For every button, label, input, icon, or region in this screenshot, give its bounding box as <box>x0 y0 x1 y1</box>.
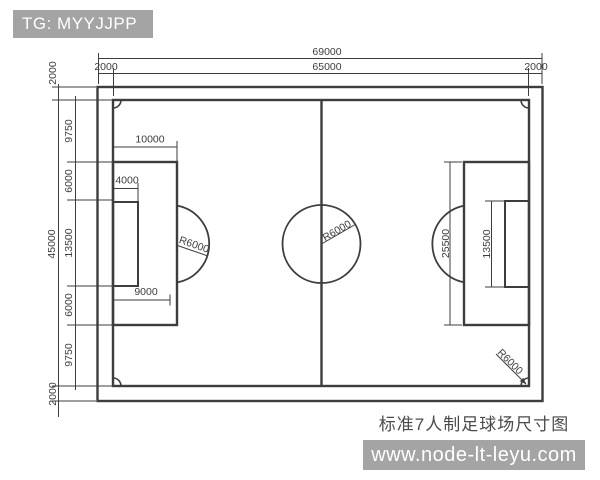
dim-line-penalty-depth <box>113 141 178 161</box>
dim-goal-depth-label: 4000 <box>115 175 139 187</box>
dim-top-inner-label: 65000 <box>312 61 341 73</box>
dim-left-total-label: 45000 <box>46 229 58 258</box>
dim-penalty-mark-label: 9000 <box>134 286 158 298</box>
dim-left-segment-1-label: 6000 <box>63 169 75 193</box>
dim-penalty-depth-label: 10000 <box>135 134 164 146</box>
dim-left-segment-4-label: 9750 <box>63 343 75 367</box>
top-extension-lines <box>98 53 543 96</box>
corner-radius-arrowhead <box>519 377 527 385</box>
top-banner: TG: MYYJJPP <box>13 10 153 38</box>
dim-line-penalty-mark <box>113 294 171 306</box>
corner-arc-top-right <box>520 99 530 109</box>
penalty-area-right <box>462 160 531 327</box>
dim-line-penalty-width <box>444 161 462 326</box>
dim-top-total-label: 69000 <box>312 46 341 58</box>
corner-arc-top-left <box>112 99 122 109</box>
dim-line-goal-width <box>485 200 504 288</box>
drawing-caption: 标准7人制足球场尺寸图 <box>378 415 570 434</box>
corner-radius-leader-line <box>495 353 527 385</box>
center-circle <box>281 204 362 284</box>
dim-top-margin-left-label: 2000 <box>94 61 118 73</box>
goal-area-left <box>112 201 139 287</box>
dim-goal-width-label: 13500 <box>481 229 493 258</box>
dim-left-margin-bottom-label: 2000 <box>47 382 59 406</box>
tag-label: TG: MYYJJPP <box>22 14 138 33</box>
boundary-rect <box>96 85 544 403</box>
site-url: www.node-lt-leyu.com <box>371 444 577 466</box>
left-tick-marks-outer <box>53 86 64 402</box>
goal-area-right <box>504 200 530 288</box>
dim-left-margin-top-label: 2000 <box>47 61 59 85</box>
penalty-arc-radius-line <box>175 244 209 257</box>
penalty-arc-right <box>431 204 465 284</box>
dim-line-goal-depth <box>113 183 139 201</box>
dim-left-segment-0-label: 9750 <box>63 119 75 143</box>
top-tick-marks <box>98 53 543 79</box>
dim-left-segment-2-label: 13500 <box>63 228 75 257</box>
left-extension-lines <box>52 86 112 402</box>
dim-penalty-width-label: 25500 <box>440 229 452 258</box>
penalty-arc-left <box>176 204 210 284</box>
center-circle-radius-line <box>321 224 356 245</box>
center-circle-radius-label: R6000 <box>321 218 354 244</box>
bottom-banner: www.node-lt-leyu.com <box>363 440 585 470</box>
corner-radius-label: R6000 <box>495 347 525 377</box>
penalty-arc-radius-label: R6000 <box>177 234 210 255</box>
dim-top-margin-right-label: 2000 <box>524 61 548 73</box>
dim-left-segment-3-label: 6000 <box>63 293 75 317</box>
left-tick-marks-inner <box>70 99 81 387</box>
corner-arc-bottom-left <box>112 377 122 387</box>
